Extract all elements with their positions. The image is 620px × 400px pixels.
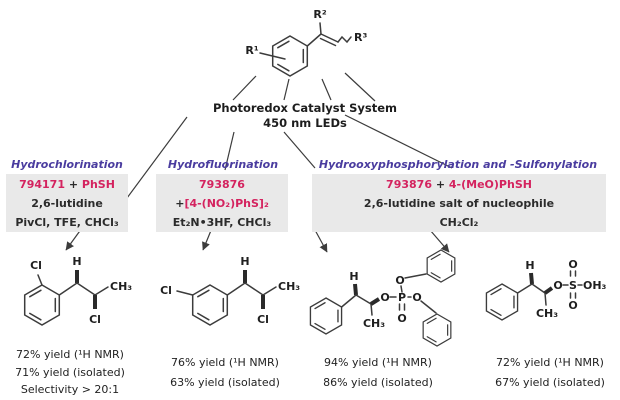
h-label: H xyxy=(240,255,249,268)
catalyst-system-line2: 450 nm LEDs xyxy=(263,116,347,130)
catalog-number: 793876 xyxy=(199,177,245,191)
o-label: O xyxy=(553,279,562,292)
yield-nmr: 72% yield (¹H NMR) xyxy=(16,348,124,361)
cl-label: Cl xyxy=(160,284,172,297)
product-structure-hydrofluorination: Cl H CH₃ Cl xyxy=(160,255,300,326)
product-structure-sulfonylation: H CH₃ O S O O OH₃ xyxy=(485,258,607,321)
solvent: Et₂N•3HF, CHCl₃ xyxy=(172,215,272,229)
cl-label: Cl xyxy=(257,313,269,326)
base: 2,6-lutidine xyxy=(31,196,103,210)
yield-isolated: 67% yield (isolated) xyxy=(495,376,605,389)
reagent: [4-(NO₂)PhS]₂ xyxy=(184,196,269,210)
yield-isolated: 86% yield (isolated) xyxy=(323,376,433,389)
selectivity: Selectivity > 20:1 xyxy=(20,383,120,396)
yields-hydrofluorination: 76% yield (¹H NMR) 63% yield (isolated) xyxy=(150,353,300,393)
o-label: O xyxy=(412,291,421,304)
oh3-label: OH₃ xyxy=(583,279,607,292)
yields-hydrochlorination: 72% yield (¹H NMR) 71% yield (isolated) … xyxy=(2,346,138,399)
r1-label: R¹ xyxy=(245,44,258,57)
yield-isolated: 71% yield (isolated) xyxy=(15,365,125,379)
o-label: O xyxy=(380,291,389,304)
o-label: O xyxy=(568,258,577,271)
yield-isolated: 63% yield (isolated) xyxy=(170,376,280,389)
yields-sulfonylation: 72% yield (¹H NMR) 67% yield (isolated) xyxy=(476,353,620,393)
yield-nmr: 94% yield (¹H NMR) xyxy=(324,356,432,369)
substrate-structure: R¹ R² R³ xyxy=(245,8,367,77)
base: 2,6-lutidine salt of nucleophile xyxy=(363,196,555,210)
cl-label: Cl xyxy=(89,313,101,326)
plus-sign: + xyxy=(68,177,79,191)
catalog-number: 794171 xyxy=(19,177,65,191)
yield-nmr: 76% yield (¹H NMR) xyxy=(171,356,279,369)
yields-phosphorylation: 94% yield (¹H NMR) 86% yield (isolated) xyxy=(303,353,453,393)
s-label: S xyxy=(569,279,577,292)
product-structure-hydrochlorination: Cl H CH₃ Cl xyxy=(23,255,132,326)
h-label: H xyxy=(72,255,81,268)
solvent: CH₂Cl₂ xyxy=(439,215,479,229)
yield-nmr: 72% yield (¹H NMR) xyxy=(496,356,604,369)
ch3-label: CH₃ xyxy=(536,307,558,320)
p-label: P xyxy=(398,291,406,304)
conditions-box-hydrofluorination: 793876 +[4-(NO₂)PhS]₂ Et₂N•3HF, CHCl₃ xyxy=(156,174,288,232)
branch-title-hydrofluorination: Hydrofluorination xyxy=(167,158,279,171)
reagent: 4-(MeO)PhSH xyxy=(448,177,532,191)
plus-sign: + xyxy=(175,196,185,210)
ch3-label: CH₃ xyxy=(278,280,300,293)
conditions-box-hydrochlorination: 794171 + PhSH 2,6-lutidine PivCl, TFE, C… xyxy=(6,174,128,232)
reagent: PhSH xyxy=(81,177,115,191)
arrow xyxy=(314,229,328,253)
h-label: H xyxy=(349,270,358,283)
solvent: PivCl, TFE, CHCl₃ xyxy=(15,215,119,229)
r3-label: R³ xyxy=(354,31,367,44)
cl-label: Cl xyxy=(30,259,42,272)
plus-sign: + xyxy=(435,177,446,191)
o-label: O xyxy=(395,274,404,287)
catalyst-system: Photoredox Catalyst System 450 nm LEDs xyxy=(200,101,410,131)
catalyst-system-line1: Photoredox Catalyst System xyxy=(212,101,398,115)
branch-title-hydrochlorination: Hydrochlorination xyxy=(11,158,123,171)
ch3-label: CH₃ xyxy=(110,280,132,293)
h-label: H xyxy=(525,259,534,272)
branch-title-hydrooxyphosphorylation: Hydrooxyphosphorylation and -Sulfonylati… xyxy=(318,158,598,171)
o-label: O xyxy=(397,312,406,325)
product-structure-phosphorylation: H CH₃ O P O O O xyxy=(309,249,456,347)
catalog-number: 793876 xyxy=(386,177,432,191)
conditions-box-hydrooxyphosphorylation: 793876 + 4-(MeO)PhSH 2,6-lutidine salt o… xyxy=(312,174,606,232)
arrow xyxy=(429,229,450,253)
o-label: O xyxy=(568,299,577,312)
ch3-label: CH₃ xyxy=(363,317,385,330)
r2-label: R² xyxy=(313,8,326,21)
